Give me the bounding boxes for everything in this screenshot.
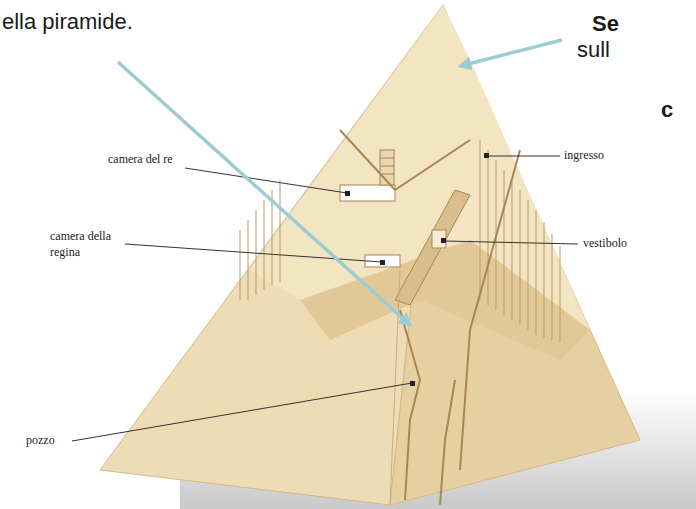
leader-dots bbox=[345, 153, 489, 386]
passages bbox=[340, 130, 520, 505]
leader-lines bbox=[72, 156, 578, 441]
callout-arrow bbox=[118, 62, 410, 325]
part-label: camera del re bbox=[108, 152, 173, 168]
edge-line bbox=[390, 270, 400, 505]
part-label: vestibolo bbox=[583, 236, 627, 252]
part-label: pozzo bbox=[26, 433, 55, 449]
section-floor bbox=[300, 240, 590, 360]
caption-fragment: c bbox=[661, 96, 673, 125]
section-plane bbox=[250, 5, 590, 330]
part-label: camera della regina bbox=[50, 229, 122, 260]
king-chamber bbox=[340, 185, 395, 201]
caption-fragment: ella piramide. bbox=[2, 8, 133, 37]
caption-fragment: sull bbox=[577, 36, 610, 65]
vestibule bbox=[432, 230, 446, 248]
grand-gallery bbox=[395, 190, 470, 305]
caption-fragment: Se bbox=[592, 10, 619, 39]
part-label: ingresso bbox=[564, 148, 604, 164]
callout-arrow bbox=[460, 40, 562, 66]
relief-chambers bbox=[380, 150, 394, 185]
